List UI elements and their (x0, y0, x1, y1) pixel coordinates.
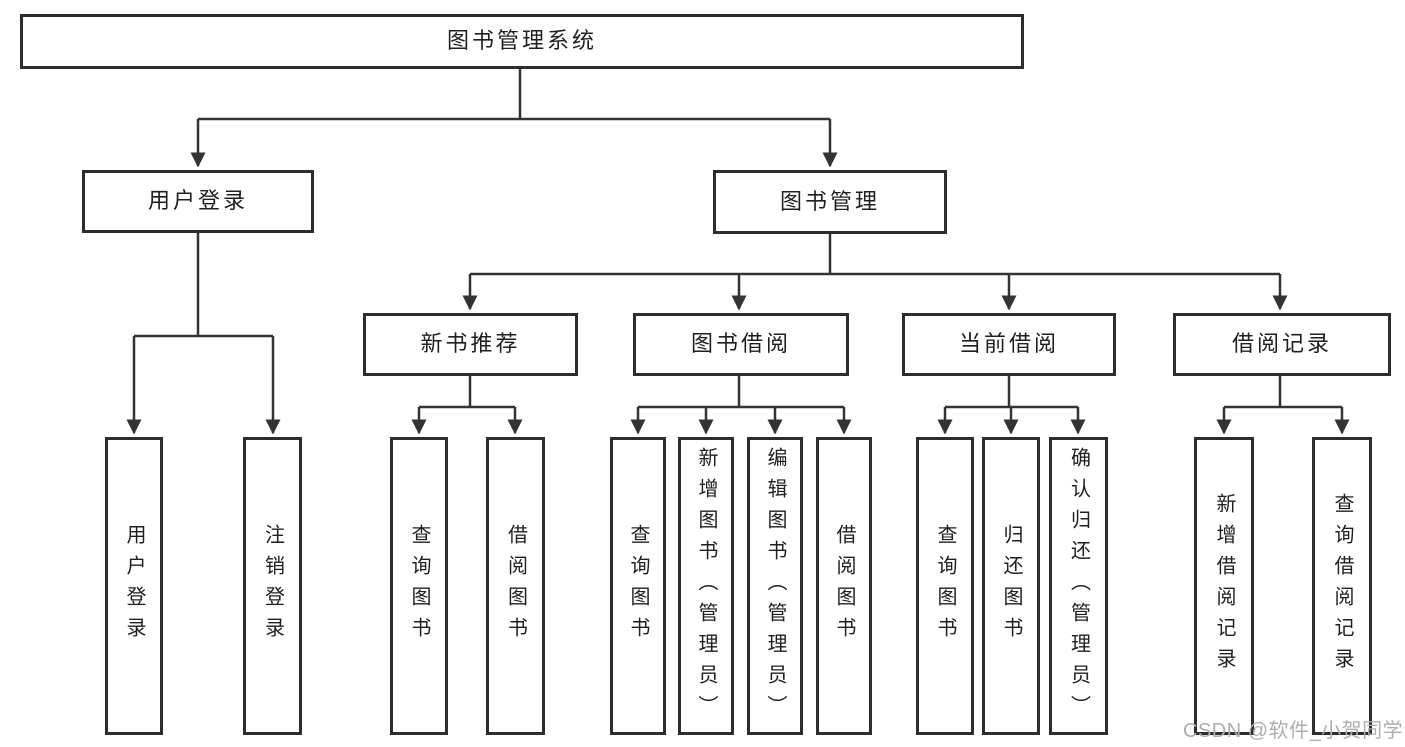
node-current-borrowing: 当前借阅 (902, 313, 1116, 376)
leaf-add-borrow-record-label: 新增借阅记录 (1213, 493, 1235, 679)
leaf-confirm-return-admin-label: 确认归还（管理员） (1067, 446, 1090, 726)
leaf-edit-books-admin: 编辑图书（管理员） (747, 437, 803, 735)
leaf-query-borrow-record-label: 查询借阅记录 (1331, 493, 1353, 679)
node-user-login-label: 用户登录 (147, 188, 248, 214)
node-book-borrowing: 图书借阅 (633, 313, 849, 376)
node-book-management: 图书管理 (713, 170, 947, 234)
leaf-edit-books-admin-label: 编辑图书（管理员） (764, 446, 786, 726)
leaf-return-books: 归还图书 (982, 437, 1040, 735)
leaf-confirm-return-admin: 确认归还（管理员） (1049, 437, 1108, 735)
leaf-add-books-admin-label: 新增图书（管理员） (695, 446, 717, 726)
leaf-query-books-current: 查询图书 (916, 437, 974, 735)
node-borrowing-records: 借阅记录 (1173, 313, 1391, 376)
leaf-query-books-borrowing: 查询图书 (610, 437, 666, 735)
leaf-borrow-books-borrowing: 借阅图书 (816, 437, 872, 735)
csdn-watermark: CSDN @软件_小贺同学 (1183, 720, 1404, 742)
node-root-label: 图书管理系统 (446, 28, 597, 54)
leaf-return-books-label: 归还图书 (1000, 524, 1022, 648)
node-new-book-recommendation: 新书推荐 (363, 313, 578, 376)
leaf-borrow-books-recommend: 借阅图书 (486, 437, 545, 735)
node-borrowing-records-label: 借阅记录 (1231, 331, 1332, 357)
leaf-borrow-books-borrowing-label: 借阅图书 (833, 524, 855, 648)
leaf-query-books-recommend: 查询图书 (390, 437, 448, 735)
leaf-logout: 注销登录 (243, 437, 302, 735)
leaf-user-login: 用户登录 (105, 437, 163, 735)
leaf-borrow-books-recommend-label: 借阅图书 (504, 524, 527, 648)
node-book-borrowing-label: 图书借阅 (690, 331, 791, 357)
node-new-book-recommendation-label: 新书推荐 (420, 331, 521, 357)
node-root: 图书管理系统 (20, 14, 1024, 69)
leaf-query-books-recommend-label: 查询图书 (408, 524, 430, 648)
leaf-user-login-label: 用户登录 (123, 524, 145, 648)
leaf-query-books-current-label: 查询图书 (934, 524, 956, 648)
node-book-management-label: 图书管理 (779, 188, 880, 214)
leaf-add-books-admin: 新增图书（管理员） (678, 437, 734, 735)
leaf-add-borrow-record: 新增借阅记录 (1194, 437, 1254, 735)
leaf-query-borrow-record: 查询借阅记录 (1312, 437, 1372, 735)
node-user-login: 用户登录 (82, 170, 314, 233)
leaf-query-books-borrowing-label: 查询图书 (627, 524, 649, 648)
node-current-borrowing-label: 当前借阅 (958, 331, 1059, 357)
leaf-logout-label: 注销登录 (261, 524, 284, 648)
